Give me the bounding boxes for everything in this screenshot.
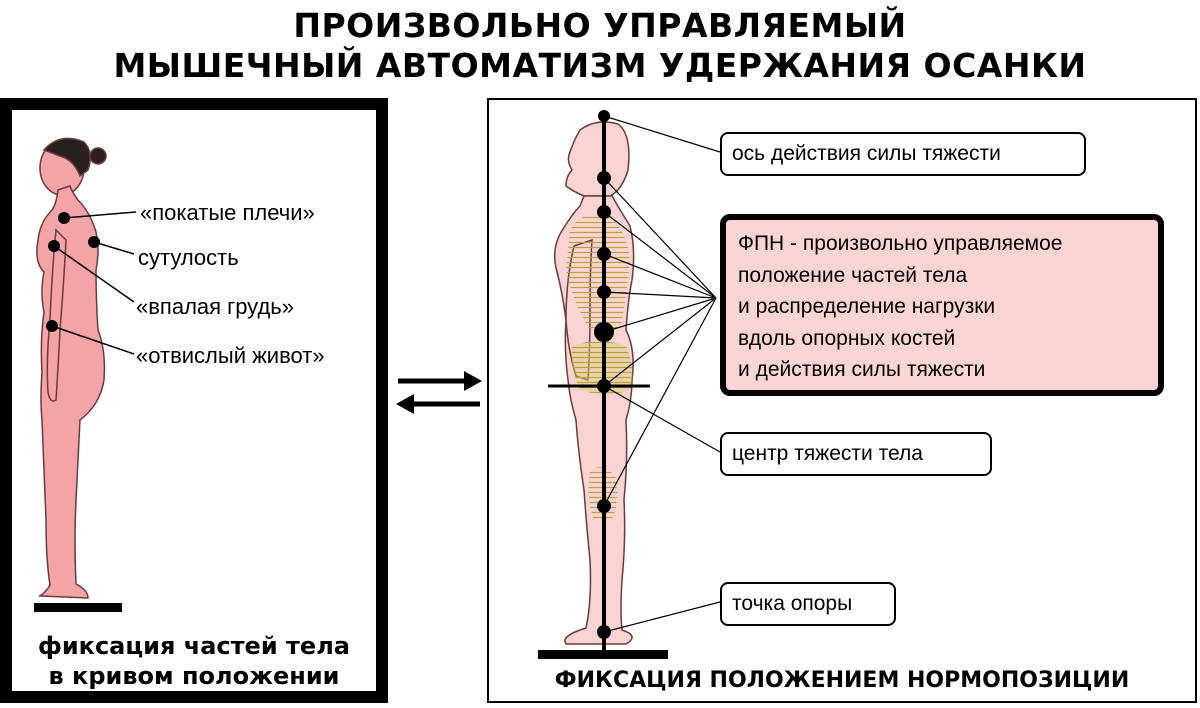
fpn-line-3: и распределение нагрузки xyxy=(738,295,996,318)
label-saggy-belly: «отвислый живот» xyxy=(136,343,325,368)
right-markers xyxy=(594,110,614,639)
left-leader-lines xyxy=(51,211,137,355)
right-stand xyxy=(538,650,668,659)
right-leader-lines xyxy=(603,115,721,633)
center-of-gravity-text: центр тяжести тела xyxy=(732,442,923,465)
gravity-axis-label: ось действия силы тяжести xyxy=(720,132,1086,176)
label-stoop: сутулость xyxy=(138,245,239,270)
load-hatching xyxy=(566,213,633,520)
fpn-definition-box: ФПН - произвольно управляемое положение … xyxy=(720,214,1164,396)
left-caption-line-2: в кривом положении xyxy=(48,662,340,690)
gravity-axis-text: ось действия силы тяжести xyxy=(732,142,1001,165)
title-line-2: МЫШЕЧНЫЙ АВТОМАТИЗМ УДЕРЖАНИЯ ОСАНКИ xyxy=(113,46,1087,85)
support-point-label: точка опоры xyxy=(720,582,896,626)
label-sloping-shoulders: «покатые плечи» xyxy=(140,200,315,225)
left-stand xyxy=(34,603,122,612)
fpn-line-1: ФПН - произвольно управляемое xyxy=(738,232,1063,255)
fpn-line-2: положение частей тела xyxy=(738,263,968,287)
center-of-gravity-label: центр тяжести тела xyxy=(720,432,992,476)
left-caption-line-1: фиксация частей тела xyxy=(38,632,350,660)
right-caption: ФИКСАЦИЯ ПОЛОЖЕНИЕМ НОРМОПОЗИЦИИ xyxy=(554,668,1130,693)
fpn-line-5: и действия силы тяжести xyxy=(738,358,986,381)
support-point-text: точка опоры xyxy=(732,592,853,615)
label-sunken-chest: «впалая грудь» xyxy=(136,294,294,319)
left-markers xyxy=(46,212,100,332)
slouched-figure xyxy=(36,137,107,599)
fpn-line-4: вдоль опорных костей xyxy=(738,326,956,350)
title-line-1: ПРОИЗВОЛЬНО УПРАВЛЯЕМЫЙ xyxy=(293,6,907,45)
exchange-arrows xyxy=(396,371,482,414)
